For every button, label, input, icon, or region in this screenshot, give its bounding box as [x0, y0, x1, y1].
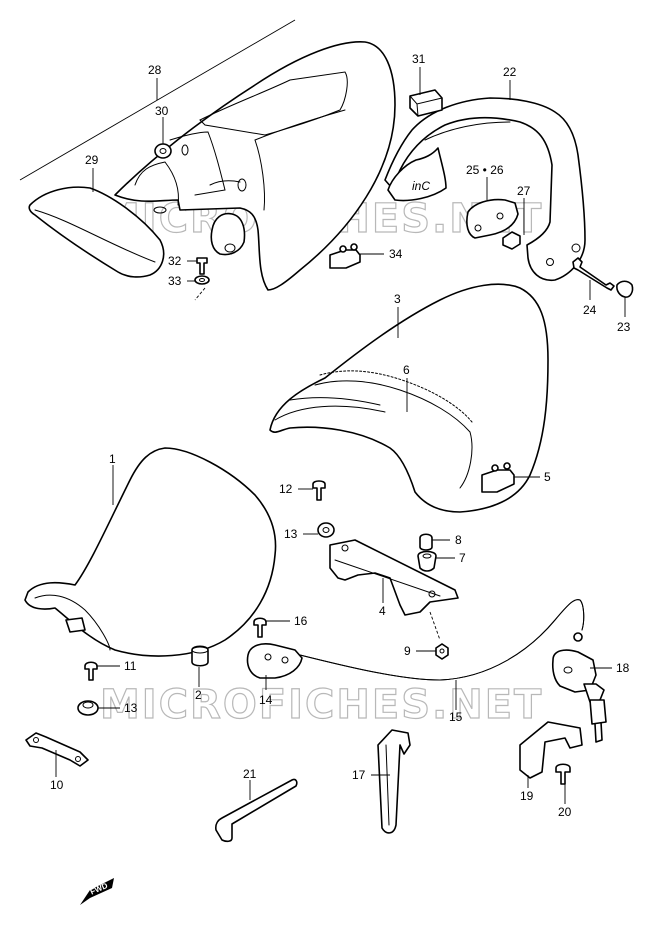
label-4: 4	[379, 604, 386, 618]
label-5: 5	[544, 470, 551, 484]
label-18: 18	[616, 661, 630, 675]
label-33: 33	[168, 274, 182, 288]
grommet-7	[417, 550, 437, 572]
bracket-10	[25, 732, 89, 767]
damper-5	[481, 462, 515, 493]
rear-seat-3	[269, 283, 549, 513]
bracket-25-26	[466, 198, 519, 239]
screw-32	[196, 257, 208, 275]
label-31: 31	[412, 52, 426, 66]
label-15: 15	[449, 710, 463, 724]
label-14: 14	[259, 693, 273, 707]
tail-pad-29	[28, 186, 165, 278]
cushion-31	[409, 89, 443, 117]
label-30: 30	[155, 104, 169, 118]
grommet-13-upper	[317, 522, 335, 538]
rail-marking: inC	[412, 179, 430, 193]
label-22: 22	[503, 65, 517, 79]
nut-9	[435, 643, 449, 660]
part-labels: 28 30 29 32 33 31 22 25 • 26 27 24 23 34…	[50, 52, 631, 819]
hex-wrench-21	[215, 778, 298, 843]
label-11: 11	[124, 659, 137, 673]
fwd-label: FWD	[89, 881, 110, 897]
label-29: 29	[85, 153, 99, 167]
seat-lock-18	[551, 649, 607, 743]
label-34: 34	[389, 247, 403, 261]
label-28: 28	[148, 63, 162, 77]
label-21: 21	[243, 767, 257, 781]
label-13-upper: 13	[284, 527, 298, 541]
label-2: 2	[195, 688, 202, 702]
label-32: 32	[168, 254, 182, 268]
label-8: 8	[455, 533, 462, 547]
screw-16	[253, 617, 267, 638]
label-9: 9	[404, 644, 411, 658]
leader-lines	[55, 67, 626, 804]
damper-34	[329, 243, 361, 269]
grommet-13-lower	[77, 700, 99, 716]
grab-rail-22: inC	[384, 97, 586, 282]
label-3: 3	[394, 292, 401, 306]
screw-20	[555, 763, 571, 785]
washer-33	[194, 275, 210, 301]
screw-12	[312, 480, 326, 501]
watermark-bottom: MICROFICHES.NET	[100, 682, 543, 728]
fwd-arrow-icon: FWD	[80, 878, 114, 905]
cap-23	[616, 280, 634, 298]
label-7: 7	[459, 551, 466, 565]
strap-17	[377, 729, 411, 834]
seat-lock-bracket-4	[329, 539, 459, 641]
bracket-19	[519, 721, 583, 779]
grommet-30	[154, 143, 172, 159]
label-17: 17	[352, 768, 366, 782]
cushion-2	[191, 645, 209, 667]
front-seat-1	[24, 447, 277, 657]
label-27: 27	[517, 184, 531, 198]
label-16: 16	[294, 614, 308, 628]
seat-lock-cable-15	[299, 599, 585, 681]
screw-11	[84, 661, 98, 681]
label-25-26: 25 • 26	[466, 163, 504, 177]
bolt-24	[572, 257, 615, 291]
label-13-lower: 13	[124, 701, 138, 715]
collar-27	[502, 231, 521, 250]
cable-lock-14	[246, 643, 303, 679]
label-12: 12	[279, 482, 293, 496]
label-20: 20	[558, 805, 572, 819]
label-19: 19	[520, 789, 534, 803]
label-6: 6	[403, 363, 410, 377]
label-23: 23	[617, 320, 631, 334]
label-10: 10	[50, 778, 64, 792]
seat-tail-cowl	[19, 19, 396, 291]
label-24: 24	[583, 303, 597, 317]
cushion-8	[419, 533, 433, 551]
label-1: 1	[109, 452, 116, 466]
